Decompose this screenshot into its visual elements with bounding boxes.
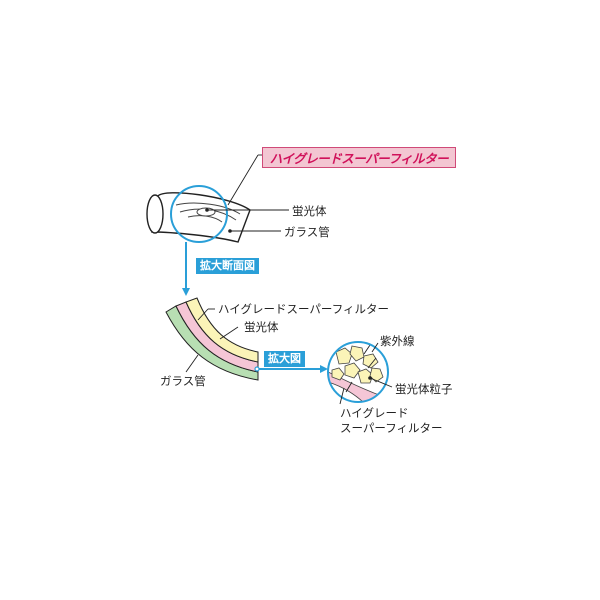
glass-tube-illustration <box>146 154 289 243</box>
label-filter-line1: ハイグレード <box>340 406 409 420</box>
label-phosphor-particles: 蛍光体粒子 <box>395 382 453 396</box>
phosphor-particles <box>331 345 384 384</box>
tube-opening <box>146 194 164 234</box>
label-glass-tube: ガラス管 <box>284 225 330 239</box>
label-filter-line2: スーパーフィルター <box>340 421 443 435</box>
magnifier-circle <box>170 185 228 243</box>
label-phosphor: 蛍光体 <box>292 204 327 218</box>
title-box: ハイグレードスーパーフィルター <box>262 147 456 168</box>
magnified-view <box>327 341 393 405</box>
label-filter-layer: ハイグレードスーパーフィルター <box>218 302 390 316</box>
magnified-circle <box>327 341 389 403</box>
label-ultraviolet: 紫外線 <box>380 334 415 348</box>
tag-enlarged-section: 拡大断面図 <box>196 258 259 274</box>
label-phosphor-layer: 蛍光体 <box>244 320 279 334</box>
tag-enlarged: 拡大図 <box>264 351 305 367</box>
cross-section-layers <box>165 297 260 381</box>
label-glass-tube-layer: ガラス管 <box>160 374 206 388</box>
